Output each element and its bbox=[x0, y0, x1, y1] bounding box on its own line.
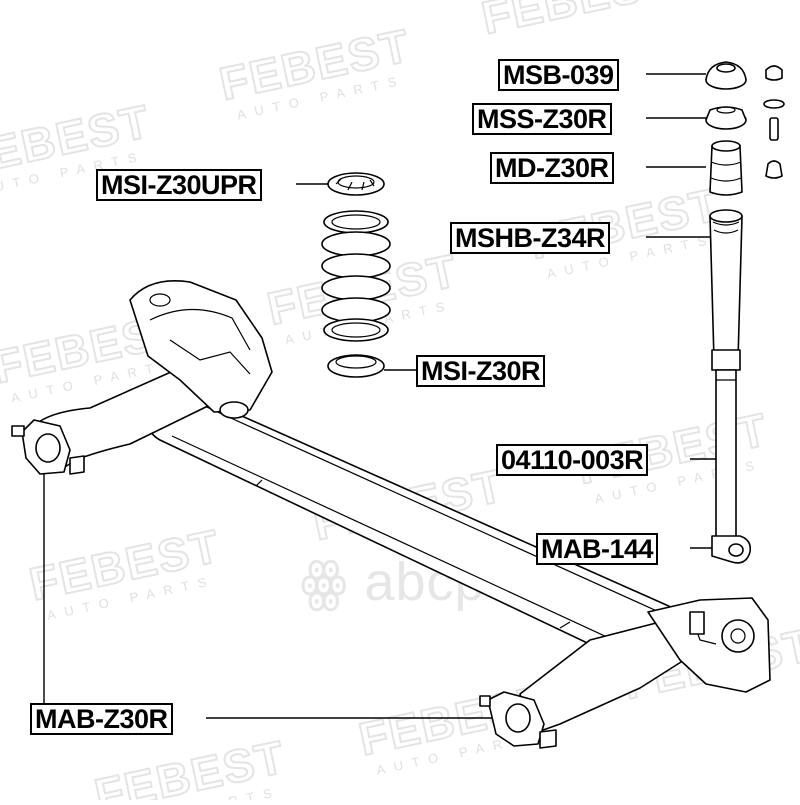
label-mss-z30r[interactable]: MSS-Z30R bbox=[472, 103, 612, 135]
label-msi-z30upr[interactable]: MSI-Z30UPR bbox=[96, 169, 262, 201]
label-mshb-z34r[interactable]: MSHB-Z34R bbox=[450, 222, 611, 254]
watermark-brand: FEBEST bbox=[477, 0, 677, 44]
coil-spring bbox=[321, 172, 391, 378]
label-mab-z30r[interactable]: MAB-Z30R bbox=[30, 703, 173, 735]
label-mab-144[interactable]: MAB-144 bbox=[536, 533, 659, 565]
upper-mount-assembly bbox=[705, 61, 785, 196]
label-md-z30r[interactable]: MD-Z30R bbox=[490, 152, 614, 184]
label-04110-003r[interactable]: 04110-003R bbox=[496, 444, 649, 476]
shock-absorber bbox=[709, 209, 752, 564]
label-msi-z30r[interactable]: MSI-Z30R bbox=[416, 355, 546, 387]
label-msb-039[interactable]: MSB-039 bbox=[498, 59, 619, 91]
rear-axle-beam bbox=[11, 280, 771, 749]
